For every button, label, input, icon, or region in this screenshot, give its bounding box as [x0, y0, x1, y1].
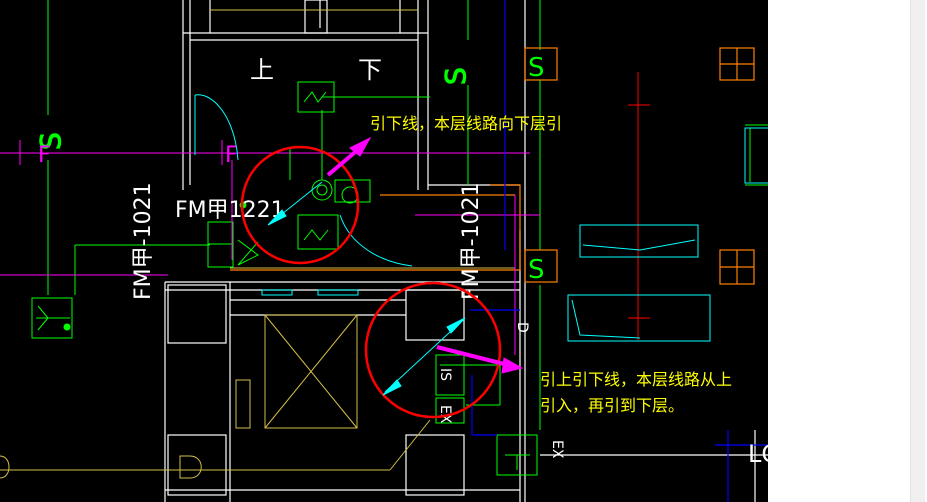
up-label: 上	[250, 56, 274, 84]
blank-side-panel	[768, 0, 927, 502]
highlight-circle-2	[364, 281, 502, 419]
is-mark: IS	[437, 368, 453, 381]
f-mark-2: F	[225, 143, 238, 168]
d-mark: D	[514, 322, 530, 333]
ex-mark-2: EX	[549, 440, 565, 459]
f-mark-1: F	[38, 143, 51, 168]
s-mark-3: S	[528, 255, 545, 285]
cyan-leaders	[267, 181, 466, 396]
s-mark-2: S	[528, 53, 545, 83]
annotation-note-2-line-1: 引上引下线，本层线路从上	[540, 370, 733, 389]
d-symbol-left	[0, 455, 10, 479]
cad-drawing-canvas[interactable]: 上 下 S S	[0, 0, 768, 502]
highlight-circle-1	[240, 145, 360, 265]
floor-plan: 上 下 S S	[0, 0, 768, 502]
annotation-note-1: 引下线，本层线路向下层引	[370, 114, 563, 133]
fm1021-right-label: FM甲-1021	[459, 182, 484, 300]
magenta-arrows	[326, 136, 524, 374]
shaft	[0, 9, 515, 471]
red-lines	[628, 72, 650, 340]
magenta-wiring	[0, 140, 540, 355]
ex-mark: EX	[437, 405, 453, 424]
annotation-note-2-line-2: 引入，再引到下层。	[540, 396, 685, 415]
s-mark-left: S	[34, 132, 67, 150]
scroll-edge	[910, 0, 925, 502]
green-conduits: S S	[31, 0, 768, 476]
d-symbol	[179, 455, 202, 479]
s-mark-1: S	[439, 67, 472, 85]
down-label: 下	[358, 56, 382, 84]
green-dot-2	[63, 323, 71, 331]
fm1021-left-label: FM甲-1021	[131, 182, 156, 300]
fm1221-label: FM甲1221	[175, 198, 285, 223]
cyan-fixtures	[194, 94, 768, 342]
lc-mark: LC	[748, 440, 768, 468]
